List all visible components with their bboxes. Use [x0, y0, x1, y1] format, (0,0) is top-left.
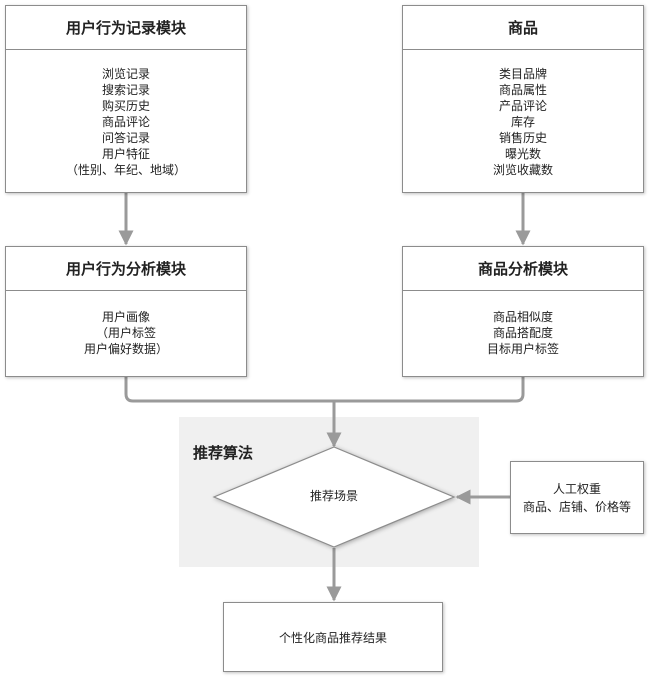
- list-item: 产品评论: [498, 99, 547, 113]
- result-label: 个性化商品推荐结果: [278, 630, 387, 645]
- product-analysis-items: 商品相似度 商品搭配度 目标用户标签: [403, 291, 643, 357]
- list-item: 浏览记录: [101, 67, 150, 81]
- user-record-title: 用户行为记录模块: [6, 6, 246, 50]
- user-analysis-module: 用户行为分析模块 用户画像 （用户标签 用户偏好数据）: [5, 246, 247, 377]
- list-item: 浏览收藏数: [492, 163, 553, 177]
- list-item: 商品相似度: [492, 310, 553, 324]
- list-item: 搜索记录: [101, 83, 150, 97]
- weights-line-1: 人工权重: [552, 481, 601, 496]
- list-item: 用户画像: [101, 310, 150, 324]
- user-analysis-title: 用户行为分析模块: [6, 247, 246, 291]
- list-item: （性别、年纪、地域）: [65, 163, 186, 177]
- list-item: 用户偏好数据）: [83, 342, 168, 356]
- user-analysis-items: 用户画像 （用户标签 用户偏好数据）: [6, 291, 246, 357]
- weights-line-2: 商品、店铺、价格等: [522, 499, 631, 514]
- user-record-module: 用户行为记录模块 浏览记录 搜索记录 购买历史 商品评论 问答记录 用户特征 （…: [5, 5, 247, 193]
- list-item: （用户标签: [95, 326, 156, 340]
- product-module: 商品 类目品牌 商品属性 产品评论 库存 销售历史 曝光数 浏览收藏数: [402, 5, 644, 193]
- product-title: 商品: [403, 6, 643, 50]
- list-item: 曝光数: [504, 147, 541, 161]
- user-record-items: 浏览记录 搜索记录 购买历史 商品评论 问答记录 用户特征 （性别、年纪、地域）: [6, 50, 246, 178]
- merge-connector: [124, 377, 525, 403]
- decision-diamond: [212, 446, 456, 548]
- product-analysis-title: 商品分析模块: [403, 247, 643, 291]
- list-item: 类目品牌: [498, 67, 547, 81]
- list-item: 问答记录: [101, 131, 150, 145]
- list-item: 库存: [510, 115, 535, 129]
- algorithm-title: 推荐算法: [193, 444, 254, 462]
- result-box: 个性化商品推荐结果: [223, 602, 443, 672]
- decision-label: 推荐场景: [309, 489, 358, 503]
- list-item: 商品属性: [498, 83, 547, 97]
- product-analysis-module: 商品分析模块 商品相似度 商品搭配度 目标用户标签: [402, 246, 644, 377]
- list-item: 销售历史: [498, 131, 547, 145]
- list-item: 商品评论: [101, 115, 150, 129]
- manual-weights-box: 人工权重 商品、店铺、价格等: [510, 461, 644, 534]
- list-item: 目标用户标签: [486, 342, 559, 356]
- product-items: 类目品牌 商品属性 产品评论 库存 销售历史 曝光数 浏览收藏数: [403, 50, 643, 178]
- list-item: 用户特征: [101, 147, 150, 161]
- list-item: 商品搭配度: [492, 326, 553, 340]
- list-item: 购买历史: [101, 99, 150, 113]
